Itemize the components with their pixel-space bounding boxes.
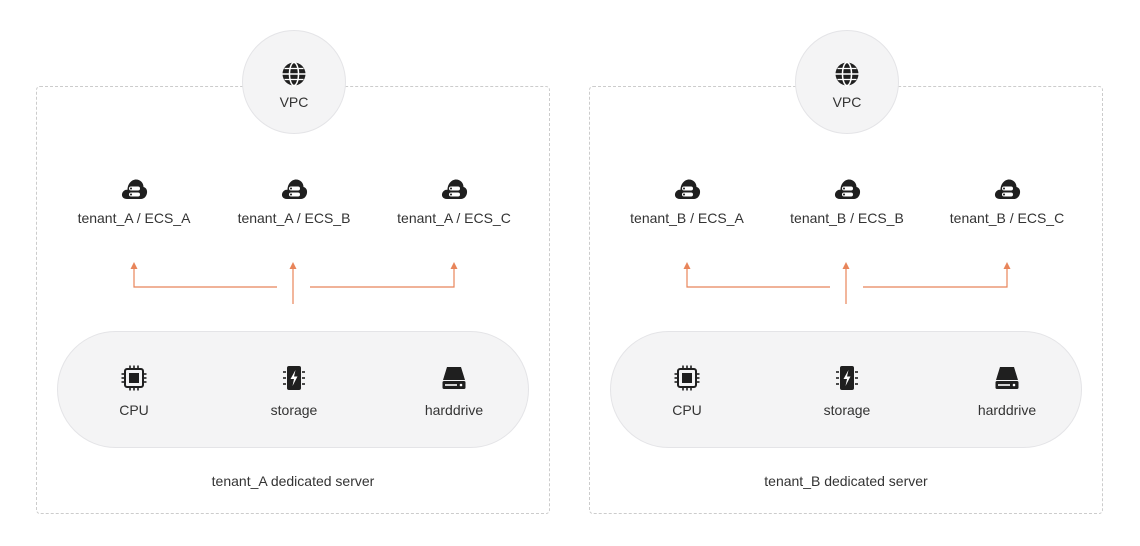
arrow-line [686, 266, 830, 288]
ecs-label: tenant_B / ECS_B [790, 210, 904, 226]
ecs-label: tenant_B / ECS_C [949, 210, 1065, 226]
globe-icon [282, 61, 306, 87]
arrow-head [130, 262, 138, 269]
cloud-server-icon [121, 179, 148, 199]
cloud-server-icon [994, 179, 1021, 199]
server-label: tenant_B dedicated server [764, 473, 928, 489]
storage-icon [836, 366, 858, 390]
ecs-label: tenant_A / ECS_B [237, 210, 351, 226]
resource-label: CPU [119, 402, 149, 418]
arrow-line [133, 266, 277, 288]
harddrive-icon [995, 367, 1019, 389]
arrow-head [1003, 262, 1011, 269]
resource-label: CPU [672, 402, 702, 418]
vpc-node [242, 30, 346, 134]
vpc-label: VPC [832, 94, 862, 110]
arrow-line [863, 266, 1008, 288]
cloud-server-icon [834, 179, 861, 199]
cloud-server-icon [674, 179, 701, 199]
arrow-head [450, 262, 458, 269]
resource-label: storage [270, 402, 318, 418]
arrow-head [683, 262, 691, 269]
arrow-head [289, 262, 297, 269]
cloud-server-icon [281, 179, 308, 199]
harddrive-icon [442, 367, 466, 389]
resource-label: harddrive [977, 402, 1037, 418]
allocation-arrows [130, 262, 458, 304]
globe-icon [835, 61, 859, 87]
ecs-label: tenant_B / ECS_A [630, 210, 744, 226]
allocation-arrows [683, 262, 1011, 304]
server-label: tenant_A dedicated server [211, 473, 375, 489]
ecs-label: tenant_A / ECS_A [77, 210, 191, 226]
cpu-icon [121, 365, 147, 391]
cpu-icon [674, 365, 700, 391]
ecs-label: tenant_A / ECS_C [397, 210, 511, 226]
resource-label: storage [823, 402, 871, 418]
vpc-label: VPC [279, 94, 309, 110]
tenant-a-panel: VPC tenant_A / ECS_A tenant_A / ECS_B te… [0, 0, 552, 546]
arrow-line [310, 266, 455, 288]
resource-label: harddrive [424, 402, 484, 418]
tenant-b-panel: VPC tenant_B / ECS_A tenant_B / ECS_B te… [553, 0, 1105, 546]
arrow-head [842, 262, 850, 269]
cloud-server-icon [441, 179, 468, 199]
storage-icon [283, 366, 305, 390]
